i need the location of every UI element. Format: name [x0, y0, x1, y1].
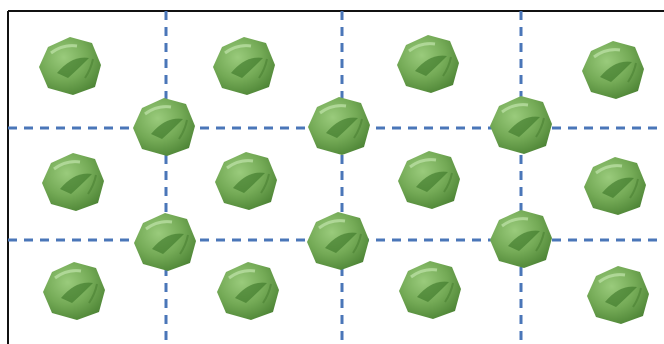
green-seed-icon: [398, 151, 460, 209]
green-seed-icon: [42, 153, 104, 211]
green-seed-icon: [490, 210, 552, 268]
seed-layer: [39, 35, 649, 324]
green-seed-icon: [308, 97, 370, 155]
green-seed-icon: [133, 98, 195, 156]
green-seed-icon: [582, 41, 644, 99]
green-seed-icon: [215, 152, 277, 210]
green-seed-icon: [584, 157, 646, 215]
green-seed-icon: [397, 35, 459, 93]
green-seed-icon: [213, 37, 275, 95]
green-seed-icon: [490, 96, 552, 154]
green-seed-icon: [587, 266, 649, 324]
green-seed-icon: [39, 37, 101, 95]
dashed-grid-lines: [8, 11, 664, 344]
diagram-border: [8, 11, 664, 344]
green-seed-icon: [134, 213, 196, 271]
green-seed-icon: [217, 262, 279, 320]
green-seed-icon: [399, 261, 461, 319]
green-seed-icon: [43, 262, 105, 320]
green-seed-icon: [307, 212, 369, 270]
